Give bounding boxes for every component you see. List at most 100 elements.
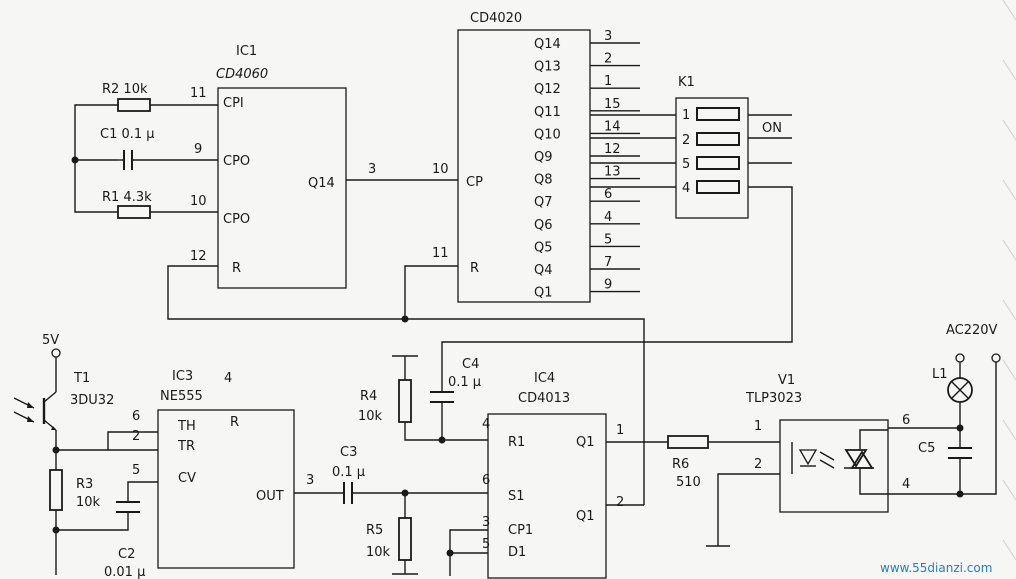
k1-body: [675, 97, 749, 219]
v1-body: [779, 419, 889, 513]
ic2-output-label: Q13: [534, 60, 561, 75]
ic2-output-label: Q12: [534, 82, 561, 97]
v1-gnd-wire: [706, 473, 780, 547]
ic2-output-pin-number: 9: [604, 278, 612, 293]
k1-on-label: ON: [762, 121, 782, 136]
ic2-output-pin-number: 6: [604, 187, 612, 202]
ic1-pin10: 10: [190, 194, 207, 209]
c3-ref: C3: [340, 445, 357, 460]
ic1-oscillator-wires: [74, 104, 218, 213]
ic3-ref: IC3: [172, 369, 193, 384]
r6-value: 510: [676, 475, 701, 490]
c2-value: 0.01 μ: [104, 565, 145, 579]
cp1-d1-wire: [449, 529, 488, 576]
ic3-pin4: 4: [224, 371, 232, 386]
th-tr-wire: [56, 431, 158, 451]
c5-ref: C5: [918, 441, 935, 456]
ic4-pin5: 5: [482, 537, 490, 552]
mains-terminal-a: [955, 353, 965, 363]
ic2-output-label: Q6: [534, 218, 553, 233]
ic1-pin12: 12: [190, 249, 207, 264]
ic2-cp-label: CP: [466, 175, 483, 190]
t1-ref: T1: [73, 371, 90, 386]
ic2-output-pin-number: 3: [604, 29, 612, 44]
ic1-part: CD4060: [216, 67, 268, 82]
ic3-out-label: OUT: [256, 489, 284, 504]
v1-ref: V1: [778, 373, 795, 388]
r4-value: 10k: [358, 409, 383, 424]
v1-pin1: 1: [754, 419, 762, 434]
ic1-pin9: 9: [194, 142, 202, 157]
r6-ref: R6: [672, 457, 689, 472]
ic3-part: NE555: [160, 389, 203, 404]
ic4-s1-label: S1: [508, 489, 525, 504]
ic2-r-label: R: [470, 261, 479, 276]
ic1-r-label: R: [232, 261, 241, 276]
ic2-output-pin-number: 4: [604, 210, 612, 225]
supply-label: 5V: [42, 333, 59, 348]
ic3-pin6: 6: [132, 409, 140, 424]
k1-pos-5: 5: [682, 157, 690, 172]
l1-ref: L1: [932, 367, 948, 382]
r6-resistor: [667, 435, 709, 449]
v1-pin6: 6: [902, 413, 910, 428]
osc-junction: [71, 156, 79, 164]
k1-ref: K1: [678, 75, 695, 90]
ic1-ref: IC1: [236, 44, 257, 59]
ic1-pin11: 11: [190, 86, 207, 101]
v1-part: TLP3023: [745, 391, 802, 406]
k1-switch-5[interactable]: 5: [682, 156, 740, 172]
mains-terminal-b: [991, 353, 1001, 363]
ic2-part: CD4020: [470, 11, 522, 26]
r5-wire: [392, 493, 418, 575]
v1-led: [791, 442, 835, 474]
r4-resistor: [398, 379, 412, 423]
ic3-r-label: R: [230, 415, 239, 430]
v1-pin2: 2: [754, 457, 762, 472]
watermark: www.55dianzi.com: [880, 561, 992, 575]
d1-junction: [446, 549, 454, 557]
ic2-output-label: Q11: [534, 105, 561, 120]
ic4-d1-label: D1: [508, 545, 526, 560]
ic2-output-pin-number: 14: [604, 119, 621, 134]
c4-capacitor: [430, 391, 454, 403]
r2-resistor: [117, 98, 151, 112]
r3-ref: R3: [76, 477, 93, 492]
r3-resistor: [49, 469, 63, 511]
ic4-pin1: 1: [616, 423, 624, 438]
k1-pos-1: 1: [682, 108, 690, 123]
k1-pos-2: 2: [682, 133, 690, 148]
ic1-cpo2-label: CPO: [223, 212, 250, 227]
r2-label: R2 10k: [102, 82, 148, 97]
r1-junction: [438, 436, 446, 444]
ic2-output-label: Q7: [534, 195, 553, 210]
r5-value: 10k: [366, 545, 391, 560]
c2-wire: [56, 481, 158, 531]
ic2-output-label: Q5: [534, 240, 553, 255]
r1-resistor: [117, 205, 151, 219]
c5-bottom-junction: [956, 490, 964, 498]
k1-switch-1[interactable]: 1: [682, 107, 740, 123]
ic2-output-pin-number: 13: [604, 165, 621, 180]
c3-value: 0.1 μ: [332, 465, 365, 480]
ic1-cpi-label: CPI: [223, 96, 244, 111]
ic4-pin2: 2: [616, 495, 624, 510]
k1-switch-2[interactable]: 2: [682, 132, 740, 148]
c1-capacitor: [118, 150, 133, 170]
c2-capacitor: [116, 501, 140, 513]
ic4-pin3: 3: [482, 515, 490, 530]
ic2-output-pin-number: 1: [604, 74, 612, 89]
r4-ref: R4: [360, 389, 377, 404]
ic2-output-label: Q14: [534, 37, 561, 52]
ic1-q14-label: Q14: [308, 176, 335, 191]
k1-switch-4[interactable]: 4: [682, 180, 740, 196]
r5-resistor: [398, 517, 412, 561]
ic1-body: [217, 87, 347, 289]
ic3-pin2: 2: [132, 429, 140, 444]
ic2-output-pins: Q143Q132Q121Q1115Q1014Q912Q813Q76Q64Q55Q…: [534, 29, 640, 301]
ic2-output-label: Q1: [534, 286, 553, 301]
ic3-pin3: 3: [306, 473, 314, 488]
c5-top-junction: [956, 424, 964, 432]
ic4-pin6: 6: [482, 473, 490, 488]
